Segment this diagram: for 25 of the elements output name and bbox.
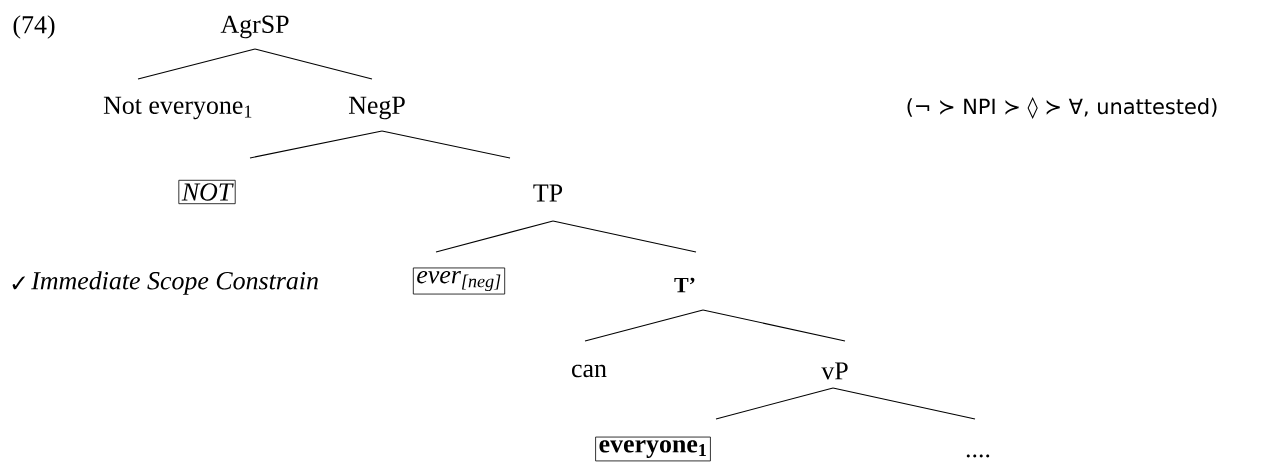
tree-node-label: NegP	[349, 96, 405, 120]
tree-node-label: T’	[674, 277, 695, 293]
tree-node-label: Not everyone$_{1}$	[103, 96, 252, 120]
tree-node-label: AgrSP	[220, 15, 289, 39]
tree-branch	[552, 220, 697, 253]
boxed-node: everyone$_{1}$	[595, 436, 711, 462]
scope-formula: (¬ ≻ NPI ≻ ◊ ≻ ∀, unattested)	[907, 97, 1217, 119]
tree-node-label: TP	[533, 184, 563, 202]
tree-node-label: can	[572, 364, 607, 378]
tree-branch	[715, 387, 834, 420]
boxed-node: NOT	[178, 179, 236, 205]
example-number: (74)	[13, 15, 55, 39]
tree-branch	[832, 387, 976, 420]
check-mark: ✓	[12, 276, 25, 290]
tree-branch	[254, 48, 373, 80]
tree-branch	[381, 130, 511, 159]
tree-branch	[137, 48, 256, 80]
tree-node-label: vP	[821, 362, 848, 380]
annotation-text: Immediate Scope Constrain	[31, 271, 318, 295]
tree-node-label: ....	[966, 454, 990, 458]
tree-branch	[702, 309, 846, 342]
tree-branch	[435, 220, 554, 253]
tree-branch	[584, 309, 704, 342]
tree-branch	[249, 130, 383, 159]
boxed-node: ever$_{[neg]}$	[412, 267, 506, 295]
